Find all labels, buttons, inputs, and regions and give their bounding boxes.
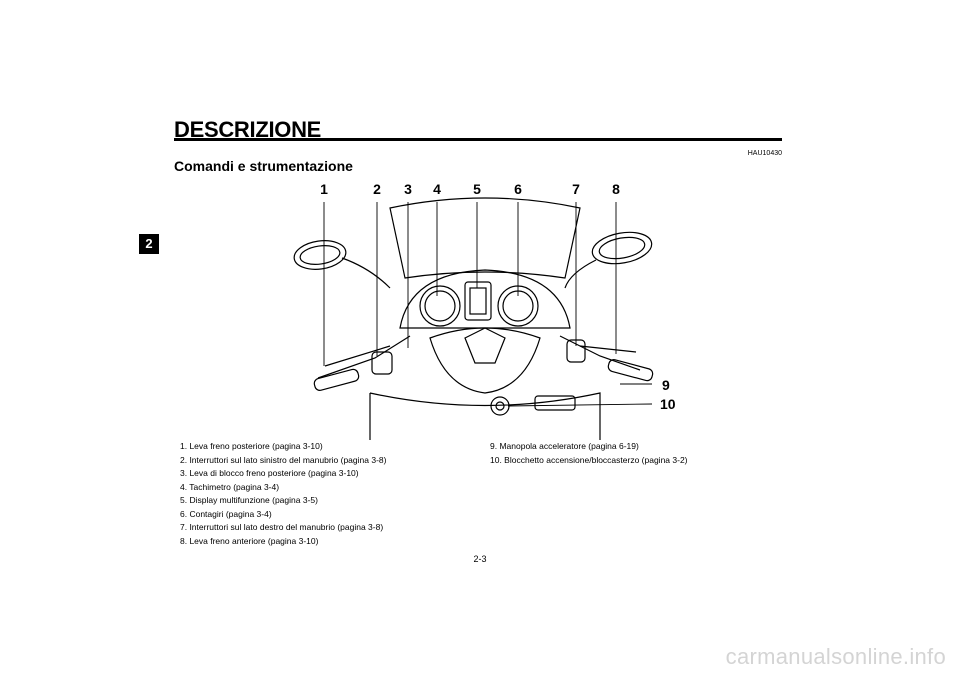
chapter-tab: 2 bbox=[139, 234, 159, 254]
right-grip bbox=[607, 359, 654, 382]
callout-4: 4 bbox=[433, 181, 441, 197]
left-grip bbox=[313, 368, 360, 391]
right-mirror bbox=[591, 231, 653, 265]
multifunction-display bbox=[464, 281, 492, 321]
handlebar-right bbox=[559, 335, 641, 371]
legend-item: 10. Blocchetto accensione/bloccasterzo (… bbox=[490, 454, 688, 465]
callout-7: 7 bbox=[572, 181, 580, 197]
legend-item: 4. Tachimetro (pagina 3-4) bbox=[180, 481, 280, 492]
left-mirror-inner bbox=[299, 245, 341, 265]
section-title: Comandi e strumentazione bbox=[174, 158, 353, 174]
legend-item: 5. Display multifunzione (pagina 3-5) bbox=[180, 495, 318, 505]
front-brake-lever bbox=[579, 345, 637, 353]
title-rule bbox=[174, 138, 782, 141]
handlebar-left bbox=[317, 335, 411, 379]
right-mirror-stem bbox=[564, 259, 597, 289]
left-switch-housing bbox=[371, 351, 393, 375]
legend-item: 7. Interruttori sul lato destro del manu… bbox=[180, 522, 384, 532]
right-mirror-inner bbox=[598, 236, 646, 260]
front-cowl bbox=[429, 327, 541, 394]
speedometer-bezel bbox=[424, 290, 456, 322]
left-mirror-stem bbox=[341, 257, 391, 289]
callout-3: 3 bbox=[404, 181, 412, 197]
front-cowl-center bbox=[464, 327, 506, 364]
callout-8: 8 bbox=[612, 181, 620, 197]
lower-body bbox=[369, 392, 601, 440]
callout-10: 10 bbox=[660, 396, 676, 412]
callout-1: 1 bbox=[320, 181, 328, 197]
left-mirror bbox=[293, 240, 347, 270]
legend-item: 9. Manopola acceleratore (pagina 6-19) bbox=[490, 441, 639, 451]
legend-item: 3. Leva di blocco freno posteriore (pagi… bbox=[180, 468, 359, 478]
callout-2: 2 bbox=[373, 181, 381, 197]
multifunction-display-screen bbox=[469, 287, 487, 315]
watermark: carmanualsonline.info bbox=[725, 644, 946, 669]
page-number: 2-3 bbox=[473, 554, 487, 564]
dashboard bbox=[399, 269, 571, 329]
reference-code: HAU10430 bbox=[747, 150, 782, 157]
ignition-switch-inner bbox=[495, 401, 505, 411]
legend-item: 8. Leva freno anteriore (pagina 3-10) bbox=[180, 535, 319, 546]
rear-brake-lever bbox=[324, 345, 391, 367]
legend-left: 1. Leva freno posteriore (pagina 3-10) 2… bbox=[180, 440, 386, 548]
callout-6: 6 bbox=[514, 181, 522, 197]
legend-item: 1. Leva freno posteriore (pagina 3-10) bbox=[180, 441, 323, 451]
callout-9: 9 bbox=[662, 377, 670, 393]
handlebar-illustration: 1 2 3 4 5 6 7 8 9 10 bbox=[293, 181, 676, 440]
windscreen bbox=[389, 197, 581, 279]
legend-item: 2. Interruttori sul lato sinistro del ma… bbox=[180, 454, 387, 465]
legend-item: 6. Contagiri (pagina 3-4) bbox=[180, 508, 272, 519]
page-title: DESCRIZIONE bbox=[174, 117, 322, 142]
glovebox-latch bbox=[534, 395, 576, 411]
legend-right: 9. Manopola acceleratore (pagina 6-19) 1… bbox=[490, 440, 688, 467]
callout-5: 5 bbox=[473, 181, 481, 197]
speedometer bbox=[419, 285, 461, 327]
